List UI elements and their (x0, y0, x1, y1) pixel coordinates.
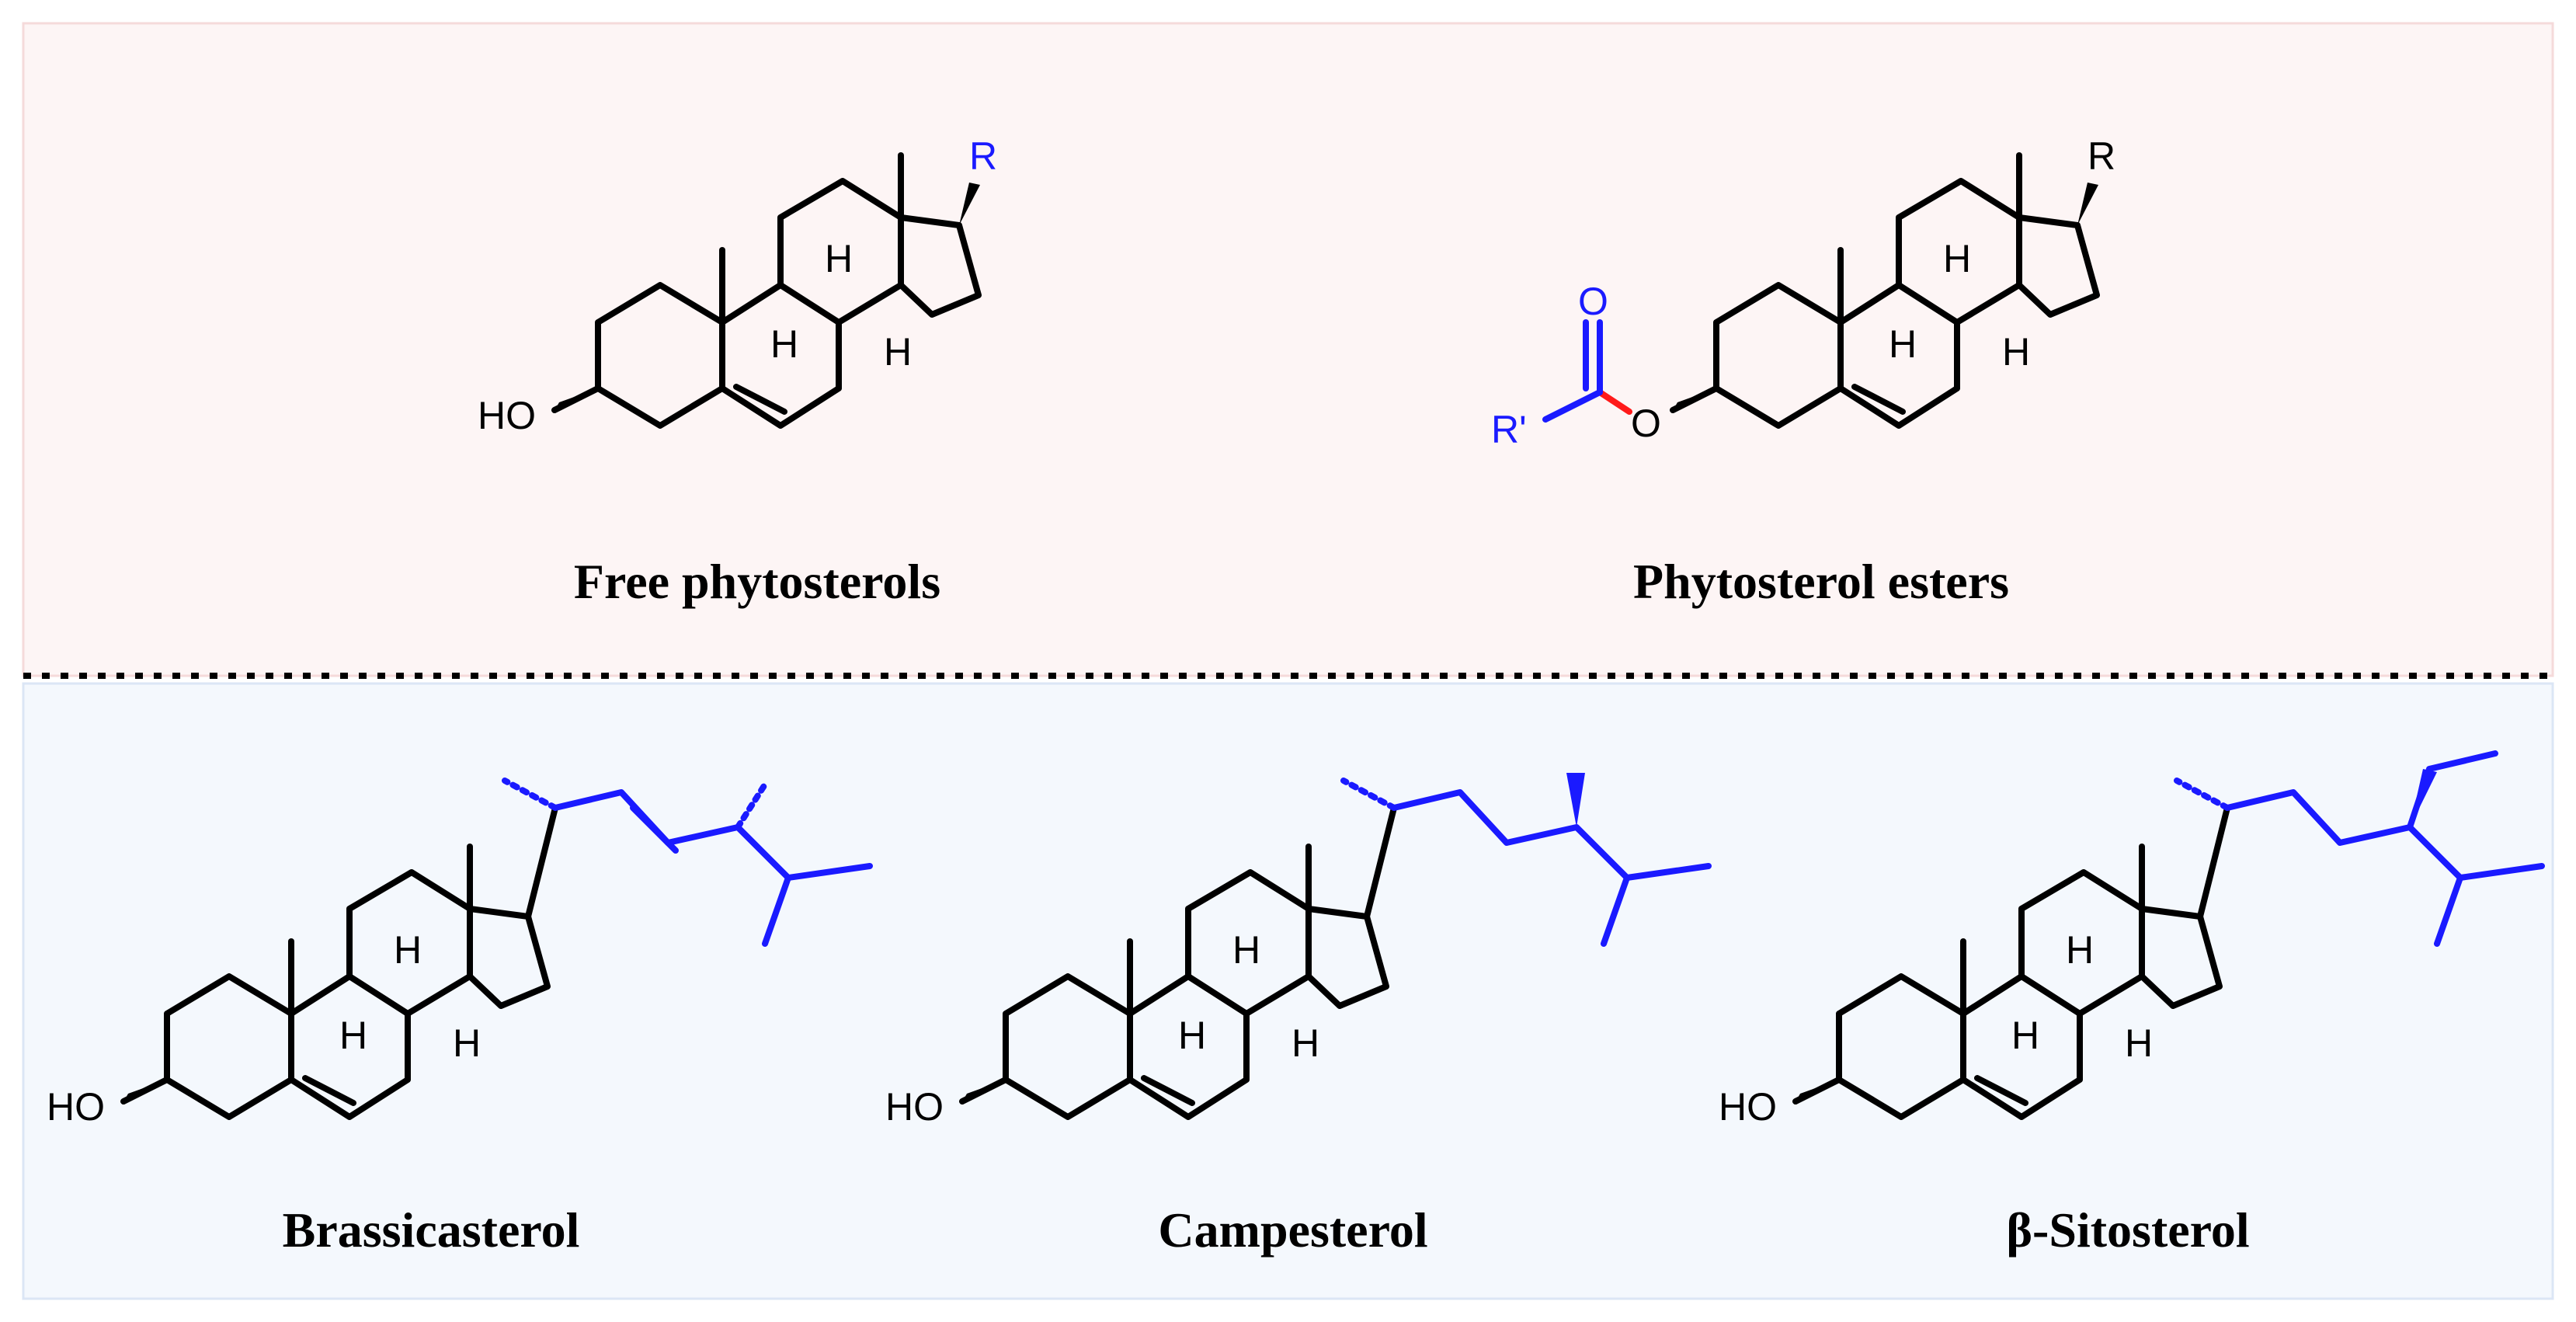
carbonyl-oxygen-label: O (1578, 280, 1608, 323)
hydroxyl-label: HO (478, 394, 536, 437)
r-substituent-label: R (969, 134, 997, 178)
hydroxyl-label: HO (1719, 1085, 1777, 1129)
caption-campesterol: Campesterol (1158, 1202, 1427, 1258)
h-label-c8: H (394, 928, 422, 972)
brassicasterol-structure: HO H H H (47, 778, 873, 1129)
caption-brassicasterol: Brassicasterol (283, 1202, 580, 1258)
h-label-c14: H (2125, 1021, 2153, 1065)
beta-sitosterol-structure: HO H H H (1719, 750, 2545, 1129)
h-label-c8: H (825, 237, 853, 280)
h-label-c14: H (2002, 330, 2030, 374)
caption-beta-sitosterol: β-Sitosterol (2006, 1202, 2249, 1258)
h-label-c8: H (1232, 928, 1260, 972)
hydroxyl-label: HO (885, 1085, 944, 1129)
campesterol-structure: HO H H H (885, 773, 1712, 1129)
caption-free-phytosterols: Free phytosterols (574, 554, 940, 609)
h-label-c9: H (1178, 1014, 1206, 1057)
h-label-c9: H (339, 1014, 367, 1057)
h-label-c9: H (1889, 322, 1917, 366)
h-label-c9: H (2011, 1014, 2039, 1057)
free-phytosterol-structure: HO H H H R (478, 134, 997, 437)
h-label-c14: H (1291, 1021, 1319, 1065)
h-label-c9: H (770, 322, 798, 366)
ester-r-prime-label: R' (1491, 408, 1527, 451)
phytosterol-ester-structure: O O R' H H H R (1491, 134, 2115, 451)
ester-oxygen-label: O (1631, 402, 1661, 445)
top-panel-background (22, 22, 2554, 677)
h-label-c14: H (453, 1021, 481, 1065)
h-label-c14: H (884, 330, 912, 374)
h-label-c8: H (2066, 928, 2094, 972)
hydroxyl-label: HO (47, 1085, 105, 1129)
h-label-c8: H (1943, 237, 1971, 280)
caption-phytosterol-esters: Phytosterol esters (1633, 554, 2009, 609)
r-substituent-label: R (2088, 134, 2115, 178)
